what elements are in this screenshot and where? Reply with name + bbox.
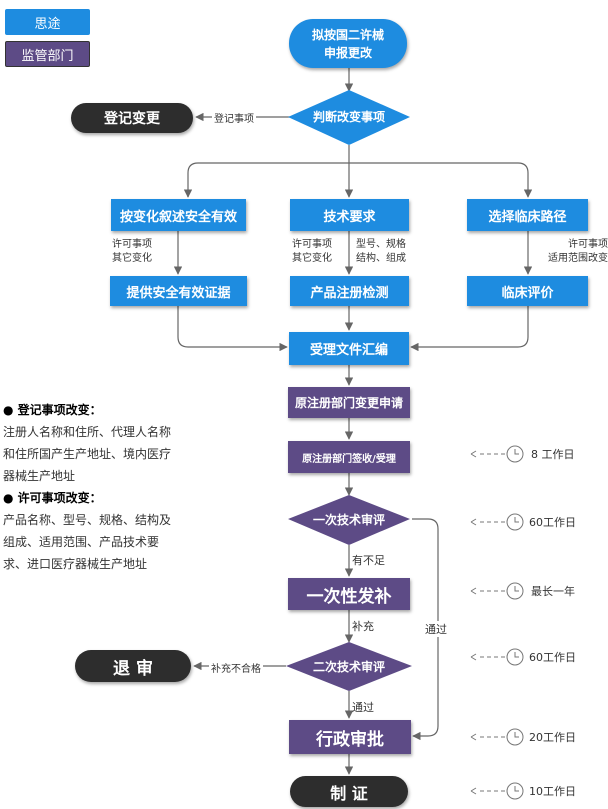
collect-node: 受理文件汇编 [289, 332, 409, 365]
apply-node: 原注册部门变更申请 [288, 387, 410, 418]
review2-diamond [286, 642, 412, 691]
review2-label: 二次技术审评 [312, 660, 385, 674]
approve-node: 行政审批 [289, 720, 411, 754]
insufficient-label: 有不足 [352, 554, 385, 567]
register-title-text: 登记事项改变： [17, 403, 102, 417]
timeline-marker [470, 445, 524, 463]
register-line: 注册人名称和住所、代理人名称 [3, 425, 172, 439]
unqualified-label: 补充不合格 [209, 660, 263, 675]
register-line: 和住所国产生产地址、境内医疗 [3, 447, 172, 461]
legend-regulator: 监管部门 [5, 41, 90, 67]
withdraw-node: 退 审 [75, 650, 191, 682]
time-label: 60工作日 [529, 651, 576, 664]
register-title: ● 登记事项改变： [3, 403, 102, 417]
license-line: 组成、适用范围、产品技术要 [3, 535, 160, 549]
timeline-marker [470, 648, 524, 666]
pass-bypass-label: 通过 [425, 621, 447, 637]
legend-thinking: 思途 [5, 9, 90, 35]
license-line: 产品名称、型号、规格、结构及 [3, 513, 172, 527]
right-branch-top: 选择临床路径 [467, 199, 588, 231]
mid-branch-note-2: 型号、规格 结构、组成 [356, 239, 406, 264]
timeline-marker [470, 513, 524, 531]
review1-label: 一次技术审评 [312, 513, 385, 527]
mid-branch-bottom: 产品注册检测 [290, 276, 409, 306]
left-description: ● 登记事项改变： 注册人名称和住所、代理人名称 和住所国产生产地址、境内医疗 … [3, 399, 203, 575]
time-label: 8 工作日 [531, 448, 575, 461]
pass-label: 通过 [352, 701, 374, 714]
judge-label: 判断改变事项 [312, 110, 385, 124]
left-branch-top: 按变化叙述安全有效 [111, 199, 246, 231]
start-node: 拟按国二许械 申报更改 [289, 19, 407, 68]
time-label: 60工作日 [529, 516, 576, 529]
register-change-node: 登记变更 [71, 103, 193, 133]
supplement-node: 一次性发补 [288, 578, 410, 610]
license-title: ● 许可事项改变： [3, 491, 102, 505]
timeline-marker [470, 728, 524, 746]
certificate-node: 制 证 [290, 776, 408, 807]
license-line: 求、进口医疗器械生产地址 [3, 557, 148, 571]
right-branch-note: 许可事项 适用范围改变 [548, 239, 608, 264]
time-label: 最长一年 [531, 585, 575, 598]
timeline-marker [470, 782, 524, 800]
mid-branch-top: 技术要求 [290, 199, 409, 231]
mid-branch-note-1: 许可事项 其它变化 [292, 239, 332, 264]
review1-diamond [288, 495, 410, 545]
register-item-label: 登记事项 [212, 110, 256, 125]
time-label: 10工作日 [529, 785, 576, 798]
timeline-marker [470, 582, 524, 600]
right-branch-bottom: 临床评价 [467, 276, 588, 306]
time-label: 20工作日 [529, 731, 576, 744]
left-branch-bottom: 提供安全有效证据 [110, 276, 247, 306]
supplement-label: 补充 [352, 620, 374, 633]
receive-node: 原注册部门签收/受理 [288, 441, 410, 473]
register-line: 器械生产地址 [3, 469, 76, 483]
license-title-text: 许可事项改变： [17, 491, 102, 505]
left-branch-note: 许可事项 其它变化 [112, 239, 152, 264]
judge-diamond [288, 90, 410, 145]
